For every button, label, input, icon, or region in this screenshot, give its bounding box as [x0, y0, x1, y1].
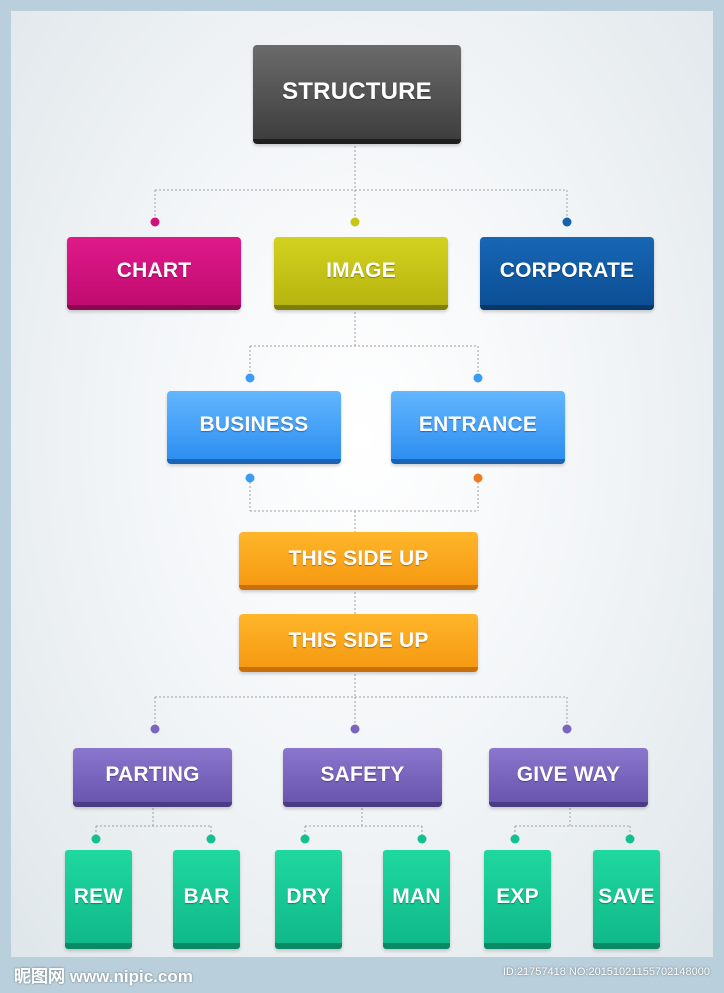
connector-image-children: [249, 308, 479, 378]
node-business: BUSINESS: [167, 391, 341, 464]
connector-giveway-children: [514, 804, 631, 839]
watermark-site: 昵图网 www.nipic.com: [14, 967, 193, 986]
node-image: IMAGE: [274, 237, 448, 310]
node-save: SAVE: [593, 850, 660, 949]
connector-merge: [249, 478, 479, 532]
node-exp: EXP: [484, 850, 551, 949]
node-this-side-up-2: THIS SIDE UP: [239, 614, 478, 672]
node-rew: REW: [65, 850, 132, 949]
connector-purple-children: [154, 696, 568, 729]
node-give-way: GIVE WAY: [489, 748, 648, 807]
node-dry: DRY: [275, 850, 342, 949]
node-bar: BAR: [173, 850, 240, 949]
node-safety: SAFETY: [283, 748, 442, 807]
node-entrance: ENTRANCE: [391, 391, 565, 464]
connector-safety-children: [304, 804, 423, 839]
node-structure: STRUCTURE: [253, 45, 461, 144]
node-man: MAN: [383, 850, 450, 949]
node-parting: PARTING: [73, 748, 232, 807]
node-this-side-up-1: THIS SIDE UP: [239, 532, 478, 590]
watermark-id: ID:21757418 NO:20151021155702148000: [502, 966, 710, 978]
connector-root-children: [154, 142, 568, 222]
connector-parting-children: [95, 804, 212, 839]
node-chart: CHART: [67, 237, 241, 310]
connector-dots: [91, 217, 635, 844]
node-corporate: CORPORATE: [480, 237, 654, 310]
